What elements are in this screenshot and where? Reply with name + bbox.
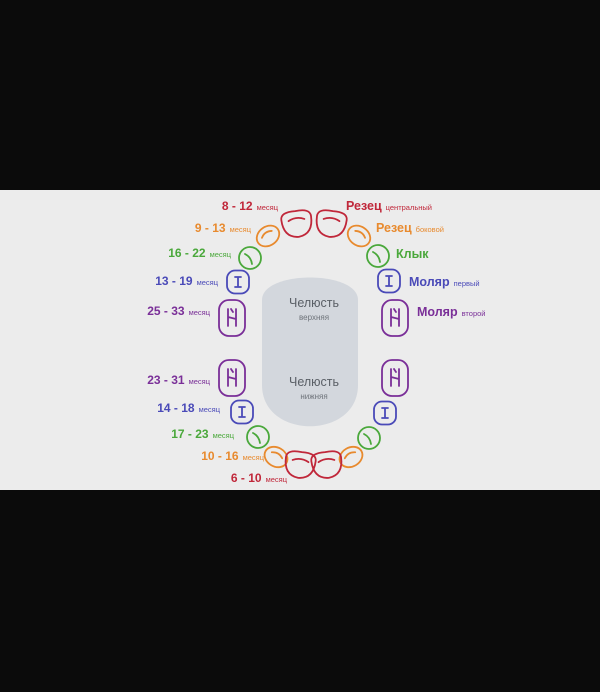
- jaw-upper-title: Челюсть: [289, 296, 339, 310]
- teeth-group: [218, 209, 409, 479]
- lower-age-label: 6 - 10 месяц: [231, 471, 288, 485]
- tooth-name-label: Моляр второй: [417, 305, 485, 319]
- tooth-outline-icon: [310, 450, 343, 479]
- tooth-name: Клык: [396, 247, 429, 261]
- tooth-outline-icon: [381, 299, 409, 337]
- lower-age-label: 23 - 31 месяц: [147, 373, 210, 387]
- tooth-outline-icon: [230, 399, 254, 425]
- age-range: 17 - 23: [171, 427, 209, 441]
- jaw-upper-subtitle: верхняя: [299, 313, 329, 322]
- lower-age-label: 10 - 16 месяц: [201, 449, 264, 463]
- tooth-qualifier: первый: [454, 279, 480, 288]
- age-range: 6 - 10: [231, 471, 262, 485]
- tooth-outline-icon: [373, 400, 397, 426]
- age-range: 14 - 18: [157, 401, 195, 415]
- tooth-name-label: Моляр первый: [409, 275, 480, 289]
- jaw-shape: [262, 277, 358, 427]
- tooth-name-label: Резец боковой: [376, 221, 444, 235]
- age-unit: месяц: [230, 225, 252, 234]
- tooth-outline-icon: [377, 268, 401, 294]
- age-range: 13 - 19: [155, 274, 193, 288]
- upper-age-label: 8 - 12 месяц: [222, 199, 279, 213]
- tooth-outline-icon: [366, 244, 390, 268]
- tooth-qualifier: боковой: [416, 225, 444, 234]
- age-range: 25 - 33: [147, 304, 185, 318]
- tooth-name-label: Резец центральный: [346, 199, 432, 213]
- age-unit: месяц: [189, 308, 211, 317]
- tooth-outline-icon: [238, 246, 262, 270]
- age-unit: месяц: [257, 203, 279, 212]
- age-unit: месяц: [210, 250, 232, 259]
- jaw-lower-title: Челюсть: [289, 375, 339, 389]
- tooth-outline-icon: [381, 359, 409, 397]
- age-unit: месяц: [266, 475, 288, 484]
- tooth-outline-icon: [346, 224, 372, 248]
- tooth-name: Моляр: [417, 305, 458, 319]
- upper-age-label: 9 - 13 месяц: [195, 221, 252, 235]
- tooth-qualifier: центральный: [386, 203, 432, 212]
- tooth-name-label: Клык: [396, 247, 429, 261]
- age-unit: месяц: [213, 431, 235, 440]
- age-range: 16 - 22: [168, 246, 206, 260]
- tooth-name: Моляр: [409, 275, 450, 289]
- upper-age-label: 13 - 19 месяц: [155, 274, 218, 288]
- upper-age-label: 16 - 22 месяц: [168, 246, 231, 260]
- age-range: 10 - 16: [201, 449, 239, 463]
- upper-age-label: 25 - 33 месяц: [147, 304, 210, 318]
- lower-age-label: 17 - 23 месяц: [171, 427, 234, 441]
- tooth-name: Резец: [346, 199, 382, 213]
- tooth-outline-icon: [284, 450, 317, 479]
- age-unit: месяц: [199, 405, 221, 414]
- age-unit: месяц: [197, 278, 219, 287]
- tooth-outline-icon: [226, 269, 250, 295]
- age-range: 23 - 31: [147, 373, 185, 387]
- tooth-outline-icon: [218, 359, 246, 397]
- tooth-qualifier: второй: [462, 309, 486, 318]
- tooth-outline-icon: [255, 224, 281, 248]
- tooth-outline-icon: [315, 209, 348, 238]
- tooth-name: Резец: [376, 221, 412, 235]
- age-range: 8 - 12: [222, 199, 253, 213]
- age-unit: месяц: [243, 453, 265, 462]
- tooth-outline-icon: [357, 426, 381, 450]
- age-unit: месяц: [189, 377, 211, 386]
- tooth-outline-icon: [246, 425, 270, 449]
- tooth-outline-icon: [280, 209, 313, 238]
- tooth-outline-icon: [218, 299, 246, 337]
- age-range: 9 - 13: [195, 221, 226, 235]
- lower-age-label: 14 - 18 месяц: [157, 401, 220, 415]
- jaw-lower-subtitle: нижняя: [300, 392, 327, 401]
